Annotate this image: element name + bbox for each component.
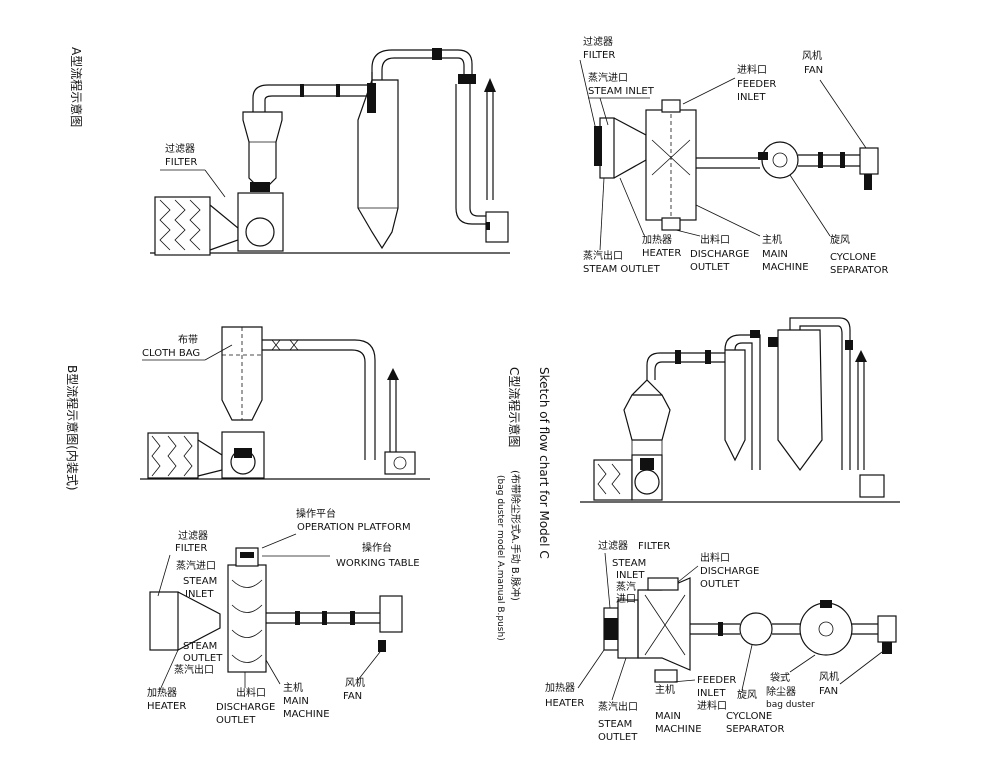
- cp-bag-cn1: 袋式: [770, 671, 790, 684]
- ap-feeder-en2: INLET: [737, 92, 766, 103]
- bp-steam-inlet-en1: STEAM: [183, 576, 217, 587]
- cp-cyclone-en1: CYCLONE: [726, 711, 772, 722]
- cp-heater-cn: 加热器: [545, 681, 575, 694]
- cp-filter-cn: 过滤器: [598, 539, 628, 552]
- bp-steam-inlet-en2: INLET: [185, 589, 214, 600]
- diagram-a-plan: 过滤器 FILTER 蒸汽进口 STEAM INLET 进料口 FEEDER I…: [579, 35, 888, 276]
- title-c-sub-en-text: (bag duster model A.manual B.push): [495, 475, 505, 641]
- cp-cyclone-cn: 旋风: [737, 688, 757, 701]
- ap-fan-en: FAN: [804, 65, 823, 76]
- cp-cyclone-en2: SEPARATOR: [726, 724, 784, 735]
- diagram-b-plan: 过滤器 FILTER 蒸汽进口 STEAM INLET STEAM OUTLET…: [147, 507, 420, 726]
- cp-main-cn: 主机: [655, 683, 675, 696]
- bp-main-en2: MACHINE: [283, 709, 330, 720]
- bp-discharge-cn: 出料口: [236, 686, 266, 699]
- title-c-en-text: Sketch of flow chart for Model C: [537, 367, 551, 559]
- bp-table-cn: 操作台: [362, 541, 392, 554]
- cp-discharge-en2: OUTLET: [700, 579, 740, 590]
- ap-filter-cn: 过滤器: [583, 35, 613, 48]
- cp-discharge-en1: DISCHARGE: [700, 566, 759, 577]
- bp-filter-en: FILTER: [175, 543, 207, 554]
- bp-discharge-en2: OUTLET: [216, 715, 256, 726]
- cp-filter-en: FILTER: [638, 541, 670, 552]
- cp-main-en2: MACHINE: [655, 724, 702, 735]
- ap-main-en2: MACHINE: [762, 262, 809, 273]
- diagram-c-elevation: [580, 317, 900, 503]
- ap-steam-outlet-cn: 蒸汽出口: [583, 249, 623, 262]
- cp-discharge-cn: 出料口: [700, 551, 730, 564]
- diagram-c-plan: 过滤器 FILTER STEAM INLET 蒸汽 进口 出料口 DISCHAR…: [545, 539, 897, 743]
- cp-feeder-en2: INLET: [697, 688, 726, 699]
- cp-feeder-cn: 进料口: [697, 699, 727, 712]
- b-cloth-bag-en: CLOTH BAG: [142, 348, 200, 359]
- bp-fan-cn: 风机: [345, 676, 365, 689]
- title-b-text: B型流程示意图(内装式): [65, 365, 80, 491]
- title-model-a: A型流程示意图: [69, 47, 84, 127]
- cp-main-en1: MAIN: [655, 711, 681, 722]
- ap-feeder-cn: 进料口: [737, 63, 767, 76]
- bp-main-en1: MAIN: [283, 696, 309, 707]
- title-model-c: C型流程示意图 Sketch of flow chart for Model C…: [495, 367, 551, 641]
- cp-bag-cn2: 除尘器: [766, 685, 796, 698]
- cp-fan-en: FAN: [819, 686, 838, 697]
- bp-filter-cn: 过滤器: [178, 529, 208, 542]
- bp-heater-en: HEATER: [147, 701, 186, 712]
- a-filter-en: FILTER: [165, 157, 197, 168]
- bp-steam-inlet-cn: 蒸汽进口: [176, 559, 216, 572]
- cp-heater-en: HEATER: [545, 698, 584, 709]
- title-a-text: A型流程示意图: [69, 47, 84, 127]
- diagram-b-elevation: 布带 CLOTH BAG: [140, 326, 430, 480]
- ap-filter-en: FILTER: [583, 50, 615, 61]
- bp-fan-en: FAN: [343, 691, 362, 702]
- bp-platform-cn: 操作平台: [296, 507, 336, 520]
- ap-discharge-cn: 出料口: [700, 233, 730, 246]
- cp-steam-outlet-en1: STEAM: [598, 719, 632, 730]
- cp-steam-inlet-en2: INLET: [616, 570, 645, 581]
- bp-discharge-en1: DISCHARGE: [216, 702, 275, 713]
- ap-steam-inlet-cn: 蒸汽进口: [588, 71, 628, 84]
- title-model-b: B型流程示意图(内装式): [65, 365, 80, 491]
- bp-steam-outlet-cn: 蒸汽出口: [174, 663, 214, 676]
- cp-feeder-en1: FEEDER: [697, 675, 736, 686]
- ap-heater-cn: 加热器: [642, 233, 672, 246]
- cp-steam-inlet-cn2: 进口: [616, 593, 636, 605]
- ap-cyclone-en1: CYCLONE: [830, 252, 876, 263]
- ap-cyclone-cn: 旋风: [830, 233, 850, 246]
- ap-main-cn: 主机: [762, 233, 782, 246]
- title-c-cn-text: C型流程示意图: [507, 367, 522, 447]
- ap-heater-en: HEATER: [642, 248, 681, 259]
- bp-heater-cn: 加热器: [147, 686, 177, 699]
- b-cloth-bag-cn: 布带: [178, 334, 198, 346]
- ap-steam-outlet-en: STEAM OUTLET: [583, 264, 661, 275]
- bp-main-cn: 主机: [283, 681, 303, 694]
- ap-steam-inlet-en: STEAM INLET: [588, 86, 655, 97]
- a-filter-cn: 过滤器: [165, 142, 195, 155]
- bp-steam-outlet-en1: STEAM: [183, 641, 217, 652]
- ap-cyclone-en2: SEPARATOR: [830, 265, 888, 276]
- cp-steam-outlet-cn: 蒸汽出口: [598, 700, 638, 713]
- cp-steam-inlet-cn1: 蒸汽: [616, 580, 636, 593]
- cp-fan-cn: 风机: [819, 670, 839, 683]
- bp-platform-en: OPERATION PLATFORM: [297, 522, 411, 533]
- cp-bag-en: bag duster: [766, 700, 815, 710]
- cp-steam-outlet-en2: OUTLET: [598, 732, 638, 743]
- ap-feeder-en1: FEEDER: [737, 79, 776, 90]
- ap-discharge-en1: DISCHARGE: [690, 249, 749, 260]
- ap-fan-cn: 风机: [802, 49, 822, 62]
- bp-steam-outlet-en2: OUTLET: [183, 653, 223, 664]
- cp-steam-inlet-en1: STEAM: [612, 558, 646, 569]
- title-c-sub-cn-text: (布带除尘形式A.手动 B.脉冲): [509, 470, 522, 601]
- ap-main-en1: MAIN: [762, 249, 788, 260]
- ap-discharge-en2: OUTLET: [690, 262, 730, 273]
- bp-table-en: WORKING TABLE: [336, 558, 420, 569]
- diagram-a-elevation: 过滤器 FILTER: [150, 48, 510, 256]
